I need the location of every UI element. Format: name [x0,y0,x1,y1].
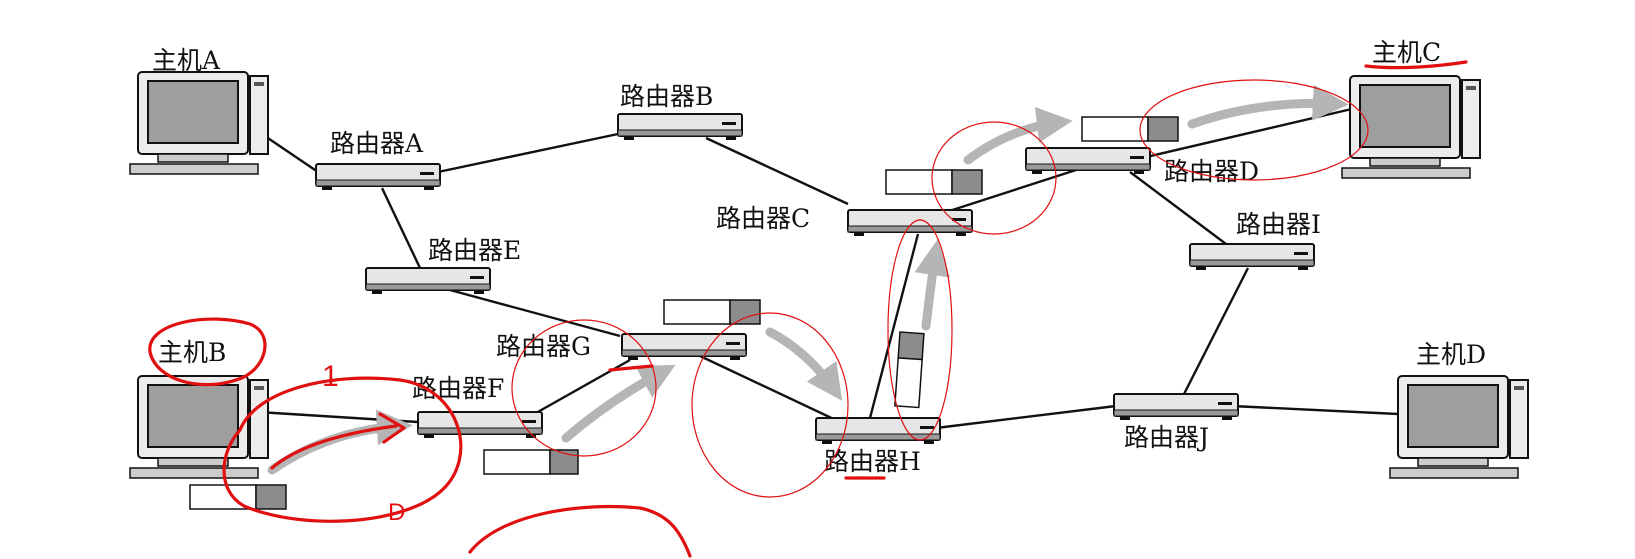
red-hand-arrow-head [378,412,406,444]
red-underline-host-c [1364,60,1468,70]
router-c-icon [847,209,973,237]
packet-5 [885,169,983,195]
packets [189,116,1179,510]
red-mark-1: 1 [322,360,339,393]
router-h-label: 路由器H [824,447,921,476]
router-c-label: 路由器C [716,204,810,233]
flow-arrow-2 [561,364,676,443]
red-circle-host-b [148,317,267,387]
red-bottom-arc [468,504,692,558]
router-i-label: 路由器I [1236,210,1321,239]
host-d-label: 主机D [1416,340,1486,369]
flow-arrow-4 [914,239,951,331]
labels: 主机A 主机B 主机C 主机D 路由器A 路由器B 路由器C 路由器D 路由器E… [152,38,1486,476]
router-i-icon [1189,243,1315,271]
red-mark-2: D [388,499,405,526]
red-hand-arrow [270,424,398,470]
router-e-icon [365,267,491,295]
flow-arrow-3 [765,327,843,401]
annotation-circle-router-g [511,319,657,457]
router-d-label: 路由器D [1164,157,1259,186]
link-router-a-router-b [437,132,619,174]
host-a-label: 主机A [152,46,221,75]
packet-3 [663,299,761,325]
flow-arrow-1 [267,409,413,475]
red-loop-router-f [222,376,463,523]
link-router-c-router-h [868,233,920,419]
router-a-icon [315,163,441,191]
annotation-circle-router-h [691,312,849,498]
link-router-d-router-i [1129,171,1227,245]
hand-drawn-red-marks [148,60,1468,558]
link-router-j-host-d [1231,404,1399,416]
link-router-b-router-c [705,136,849,206]
router-e-label: 路由器E [428,236,521,265]
packet-4 [894,331,925,409]
red-underline-router-g [608,364,654,372]
hand-drawn-red-text: 1 D [322,360,405,526]
router-g-icon [621,333,747,361]
router-j-icon [1113,393,1239,421]
link-router-h-router-j [935,404,1117,430]
packet-6 [1081,116,1179,142]
annotation-circle-router-c-h-link [887,219,953,441]
host-d-computer-icon [1389,375,1529,479]
router-j-label: 路由器J [1124,423,1209,452]
flow-arrow-5 [963,107,1073,165]
host-b-label: 主机B [158,338,226,367]
link-router-c-router-d [939,168,1077,216]
router-a-label: 路由器A [330,129,424,158]
host-c-computer-icon [1341,75,1481,179]
host-c-label: 主机C [1372,38,1441,67]
link-router-e-router-g [449,288,621,338]
network-links [255,106,1399,430]
router-g-label: 路由器G [496,332,591,361]
annotation-circle-router-c-d [931,121,1057,235]
router-d-icon [1025,147,1151,175]
router-b-icon [617,113,743,141]
packet-1 [189,484,287,510]
link-router-i-router-j [1180,267,1250,399]
link-router-a-router-e [380,187,422,269]
annotation-circle-router-d-host-c [1139,79,1369,181]
host-a-computer-icon [129,71,269,175]
host-b-computer-icon [129,375,269,479]
router-b-label: 路由器B [620,82,713,111]
packet-2 [483,449,579,475]
flow-arrow-6 [1187,84,1349,129]
link-router-g-router-h [699,354,841,424]
thin-red-annotations [511,79,1369,498]
